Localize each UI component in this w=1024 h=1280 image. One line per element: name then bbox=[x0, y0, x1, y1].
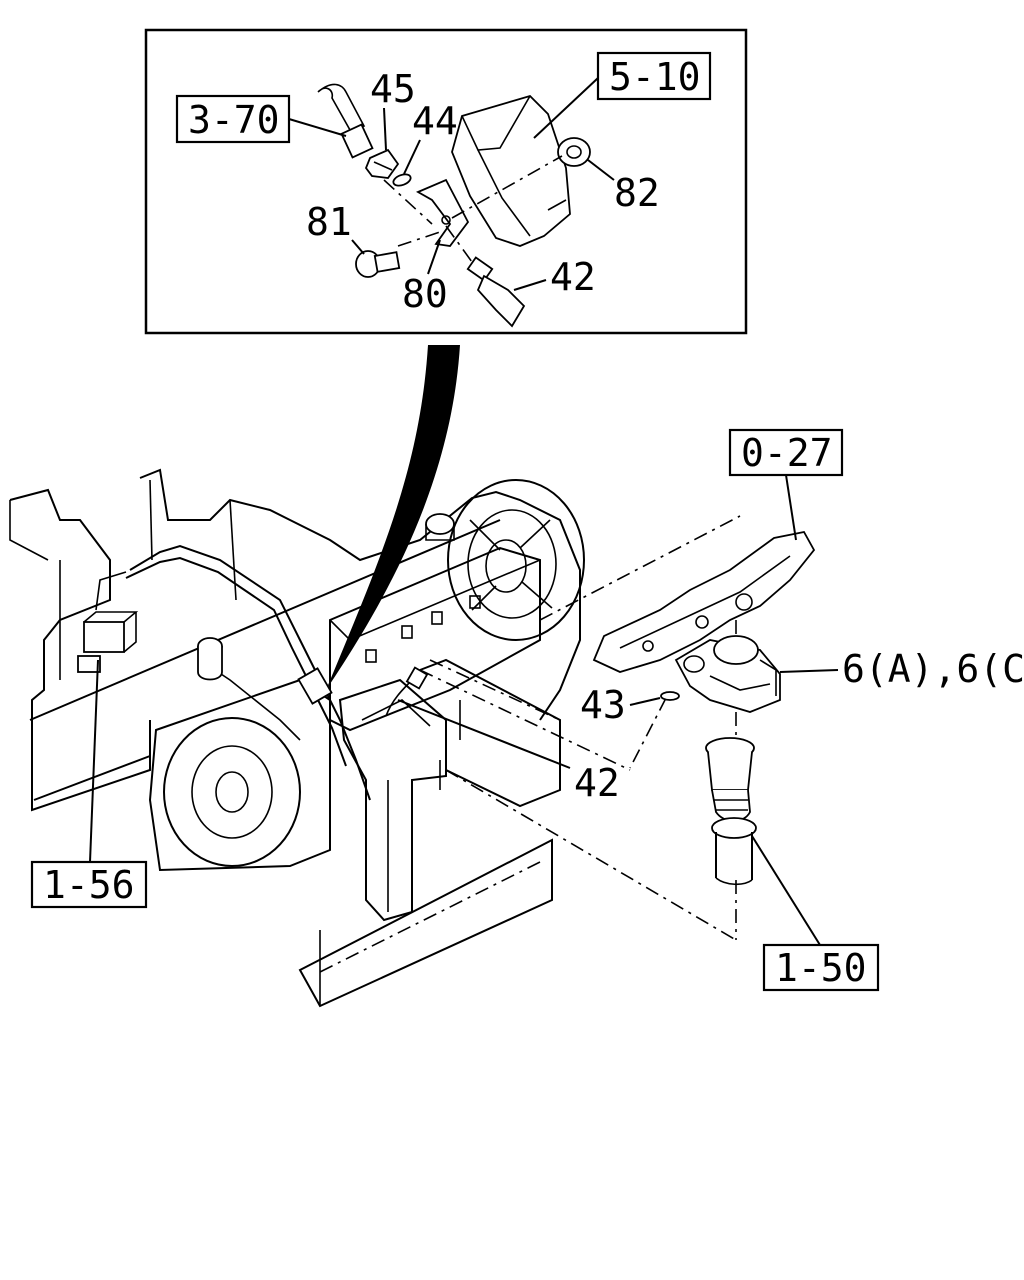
leader-6 bbox=[779, 669, 839, 673]
inset-detail: 3-70 5-10 45 44 82 81 80 42 bbox=[144, 28, 748, 335]
ref-box-3-70[interactable] bbox=[175, 94, 291, 144]
part-82-label[interactable]: 82 bbox=[614, 171, 660, 215]
part-42-inset-label[interactable]: 42 bbox=[550, 255, 596, 299]
leader-42-inset bbox=[513, 279, 547, 291]
leader-44 bbox=[403, 139, 421, 175]
ref-3-70-label: 3-70 bbox=[188, 98, 280, 142]
leader-42-main bbox=[397, 699, 571, 769]
part-81-label[interactable]: 81 bbox=[306, 200, 352, 244]
leader-1-50 bbox=[751, 835, 821, 946]
leader-81 bbox=[351, 239, 365, 255]
ref-box-1-50[interactable] bbox=[762, 943, 880, 992]
leader-5-10 bbox=[533, 77, 599, 139]
ref-1-50-label: 1-50 bbox=[775, 946, 867, 990]
ref-0-27-label: 0-27 bbox=[741, 431, 833, 475]
nut-82 bbox=[557, 137, 591, 167]
bracket-80 bbox=[415, 178, 470, 247]
leader-0-27 bbox=[785, 474, 797, 541]
part-80-label[interactable]: 80 bbox=[402, 272, 448, 316]
leader-82 bbox=[587, 159, 615, 181]
leader-1-56 bbox=[89, 659, 99, 863]
detail-pointer bbox=[326, 345, 460, 690]
washer-44 bbox=[392, 173, 412, 187]
o-ring-43 bbox=[660, 691, 680, 701]
engine-assembly: 0-27 6(A),6(C) 43 42 1-56 1-50 bbox=[9, 428, 1024, 1008]
pipe-3-70 bbox=[317, 83, 374, 159]
ref-box-1-56[interactable] bbox=[30, 860, 148, 909]
ref-5-10-label: 5-10 bbox=[609, 55, 701, 99]
main-center-lines bbox=[419, 515, 741, 941]
ref-1-56-label: 1-56 bbox=[43, 863, 135, 907]
leader-3-70 bbox=[288, 118, 347, 137]
manifold-0-27 bbox=[592, 530, 816, 673]
nut-45 bbox=[364, 148, 400, 179]
turbo-valve-6 bbox=[674, 635, 781, 713]
bolt-81 bbox=[355, 250, 401, 278]
ref-box-5-10[interactable] bbox=[596, 51, 712, 101]
part-44-label[interactable]: 44 bbox=[412, 99, 458, 143]
pipe-1-50 bbox=[705, 737, 757, 886]
bracket-5-10 bbox=[451, 94, 571, 247]
relay-1-56 bbox=[77, 611, 139, 673]
leader-80 bbox=[427, 239, 441, 275]
leader-45 bbox=[383, 107, 387, 151]
part-6-label[interactable]: 6(A),6(C) bbox=[842, 647, 1024, 691]
part-43-label[interactable]: 43 bbox=[580, 683, 626, 727]
leader-43 bbox=[629, 697, 661, 706]
part-45-label[interactable]: 45 bbox=[370, 67, 416, 111]
part-42-main-label[interactable]: 42 bbox=[574, 761, 620, 805]
inset-center-lines bbox=[383, 155, 563, 263]
switch-42-inset bbox=[466, 256, 526, 328]
